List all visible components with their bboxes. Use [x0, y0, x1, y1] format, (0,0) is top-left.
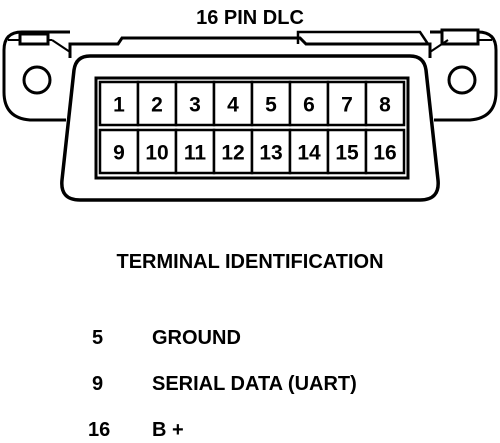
pin-number-label: 11: [184, 142, 207, 165]
connector-title: 16 PIN DLC: [196, 7, 304, 29]
right-mounting-ear: [429, 28, 498, 122]
pin-number-label: 10: [145, 142, 168, 165]
terminal-pin-number: 16: [88, 419, 110, 441]
terminal-label: SERIAL DATA (UART): [152, 373, 357, 395]
terminal-label: GROUND: [152, 327, 241, 349]
right-mount-hole-icon: [447, 65, 477, 95]
terminal-pin-number: 5: [92, 327, 103, 349]
pin-number-label: 2: [151, 94, 163, 117]
pin-cell: [98, 128, 140, 175]
pin-cell: [364, 80, 406, 127]
pin-number-label: 12: [221, 142, 244, 165]
pin-number-label: 9: [113, 142, 125, 165]
pin-number-label: 4: [227, 94, 239, 117]
pin-number-label: 6: [303, 94, 315, 117]
pin-number-label: 8: [379, 94, 391, 117]
pin-cell: [326, 128, 368, 175]
left-mount-hole-icon: [22, 65, 52, 95]
pin-number-label: 7: [341, 94, 353, 117]
pin-cell: [212, 128, 254, 175]
pin-cell: [212, 80, 254, 127]
left-mounting-ear: [2, 30, 71, 122]
pin-cell: [250, 128, 292, 175]
pin-number-label: 13: [259, 142, 282, 165]
pin-cell: [364, 128, 406, 175]
terminal-label: B +: [152, 419, 184, 441]
pin-cell: [98, 80, 140, 127]
pin-number-label: 14: [297, 142, 321, 165]
pin-number-label: 16: [373, 142, 396, 165]
pin-number-label: 15: [335, 142, 359, 165]
terminal-list: 5 GROUND 9 SERIAL DATA (UART) 16 B +: [88, 327, 357, 441]
pin-number-label: 1: [113, 94, 125, 117]
pin-cell: [136, 128, 178, 175]
pin-cell: [326, 80, 368, 127]
pin-number-label: 5: [265, 94, 277, 117]
connector-latch: [68, 30, 432, 58]
terminal-pin-number: 9: [92, 373, 103, 395]
pin-cell: [250, 80, 292, 127]
pin-number-label: 3: [189, 94, 201, 117]
legend-heading: TERMINAL IDENTIFICATION: [116, 251, 383, 273]
